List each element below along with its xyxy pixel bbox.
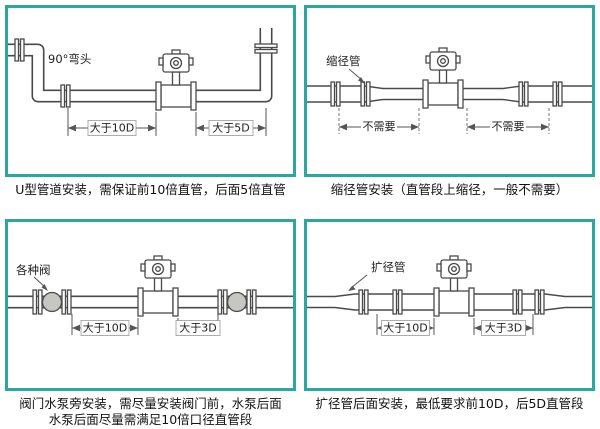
dimension-left: 大于10D xyxy=(67,108,157,136)
valve-diagram: 各种阀 大于10D 大于3D xyxy=(8,255,293,336)
flowmeter xyxy=(137,255,179,317)
panel-valve-pump: 各种阀 大于10D 大于3D xyxy=(5,219,296,391)
u-pipe-diagram: 90°弯头 大于10D 大于5D xyxy=(8,28,278,136)
dim-label: 大于10D xyxy=(90,121,134,135)
dim-label: 不需要 xyxy=(492,120,525,133)
valve xyxy=(32,289,72,315)
callout-leader-arrow xyxy=(348,68,365,84)
callout-expander-label: 扩径管 xyxy=(371,260,406,274)
pipe-run xyxy=(8,28,273,103)
reducer-diagram: 缩径管 不需要 不需要 xyxy=(307,47,592,134)
dimension-left: 大于10D xyxy=(71,314,139,336)
valve-body-icon xyxy=(226,291,248,313)
flange-pair xyxy=(392,289,403,315)
caption-valve-pump: 阀门水泵旁安装，需尽量安装阀门前，水泵后面 水泵后面尽量需满足10倍口径直管段 xyxy=(5,391,296,427)
dim-label: 大于10D xyxy=(383,321,427,335)
flange-pair xyxy=(358,289,369,315)
dimension-right: 不需要 xyxy=(466,108,550,134)
callout-reducer-label: 缩径管 xyxy=(326,54,361,68)
flange-pair xyxy=(330,81,341,107)
caption-line: 水泵后面尽量需满足10倍口径直管段 xyxy=(48,411,253,427)
flange-pair xyxy=(512,289,523,315)
callout-valve-label: 各种阀 xyxy=(16,263,51,277)
flange-pair xyxy=(552,81,563,107)
caption-u-pipe: U型管道安装，需保证前10倍直管，后面5倍直管 xyxy=(15,182,286,197)
dim-label: 不需要 xyxy=(363,120,396,133)
caption-reducer: 缩径管安装（直管段上缩径，一般不需要） xyxy=(330,182,569,197)
dimension-left: 不需要 xyxy=(338,108,420,134)
flange-pair xyxy=(254,43,278,54)
callout-elbow-label: 90°弯头 xyxy=(48,52,91,66)
flowmeter xyxy=(422,47,464,109)
valve-body-icon xyxy=(41,291,63,313)
flange-pair xyxy=(14,38,25,62)
valve xyxy=(217,289,257,315)
flange-pair xyxy=(60,84,71,108)
callout-leader-arrow xyxy=(348,274,368,291)
callout-leader-arrow xyxy=(33,276,48,291)
dim-label: 大于3D xyxy=(485,321,522,335)
flowmeter xyxy=(433,255,475,317)
dimension-right: 大于3D xyxy=(175,314,221,336)
panel-u-pipe: 90°弯头 大于10D 大于5D xyxy=(5,5,296,177)
panel-reducer: 缩径管 不需要 不需要 xyxy=(304,5,595,177)
caption-line: 阀门水泵旁安装，需尽量安装阀门前，水泵后面 xyxy=(19,396,282,411)
flange-pair xyxy=(518,81,529,107)
dimension-right: 大于3D xyxy=(473,314,534,336)
dim-label: 大于10D xyxy=(83,321,127,335)
dimension-left: 大于10D xyxy=(376,314,435,336)
flange-pair xyxy=(534,289,545,315)
expander-diagram: 扩径管 大于10D 大于3D xyxy=(307,255,592,336)
dimension-right: 大于5D xyxy=(195,108,267,136)
panel-expander: 扩径管 大于10D 大于3D xyxy=(304,219,595,391)
dim-label: 大于5D xyxy=(212,121,249,135)
dim-label: 大于3D xyxy=(179,321,216,335)
caption-expander: 扩径管后面安装，最低要求前10D，后5D直管段 xyxy=(315,396,584,411)
flowmeter xyxy=(155,49,197,111)
